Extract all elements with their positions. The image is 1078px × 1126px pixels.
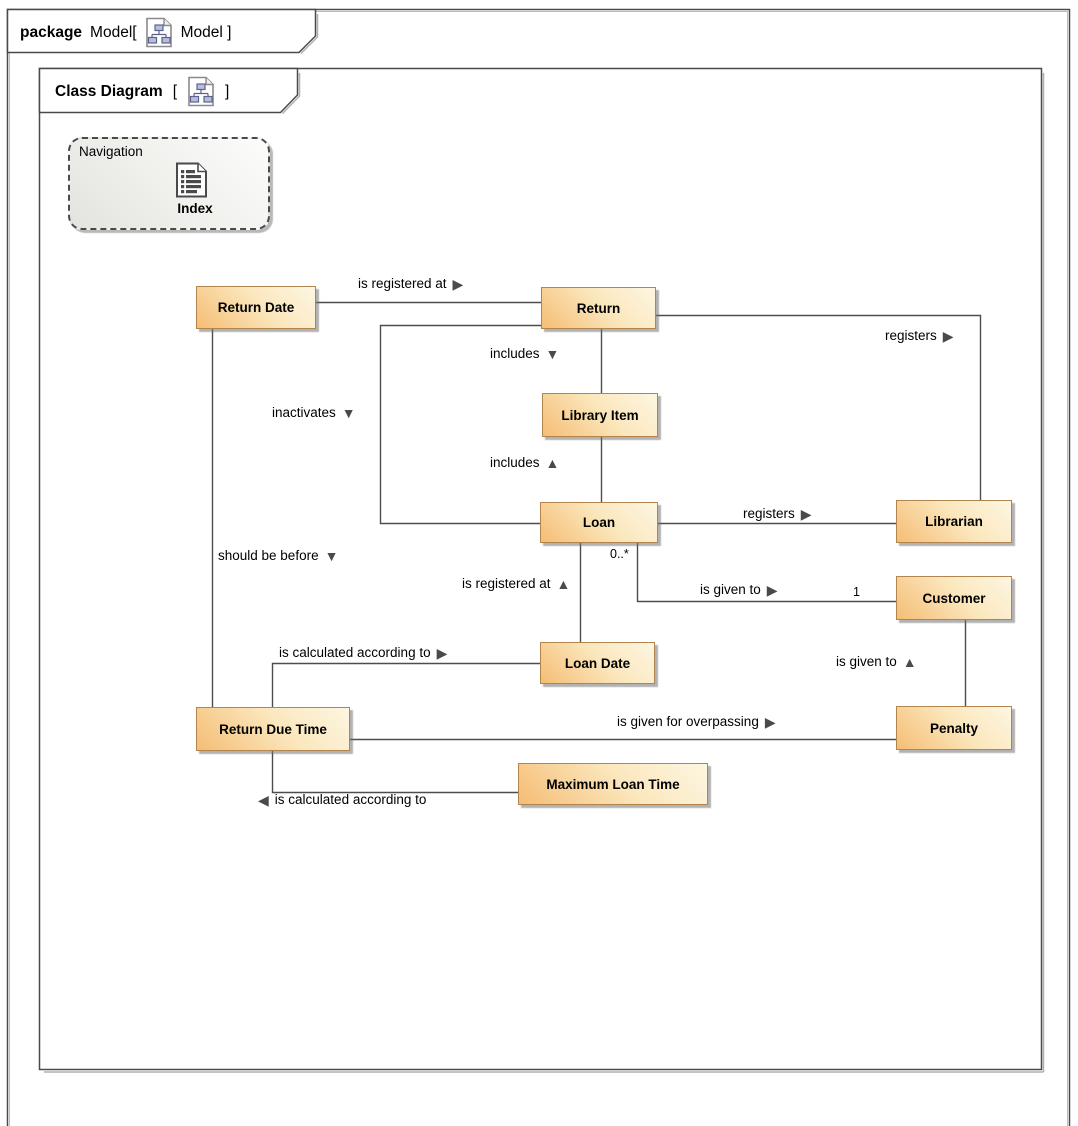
diagram-tab: Class Diagram [ ] [55,76,229,107]
label-text: includes [490,455,540,470]
arrow-up-icon: ▲ [545,454,560,471]
multiplicity-customer: 1 [853,585,860,599]
label-is-calculated-according-to-max-loan: ◀ is calculated according to [258,791,426,808]
class-diagram-icon [188,76,214,107]
class-return-date[interactable]: Return Date [196,286,316,329]
label-is-given-for-overpassing: is given for overpassing ▶ [617,713,776,730]
label-text: registers [743,506,795,521]
label-registers-top: registers ▶ [885,327,954,344]
arrow-right-icon: ▶ [800,505,812,522]
label-text: inactivates [272,405,336,420]
label-includes-up: includes ▲ [490,454,559,471]
class-diagram-icon [145,17,172,48]
navigation-item-index[interactable]: Index [177,201,213,216]
package-frame-shadow [9,11,1068,1126]
arrow-up-icon: ▲ [902,653,917,670]
diagram-tab-shadow [281,73,301,115]
label-text: is calculated according to [274,792,427,807]
diagram-tab-shape [38,67,299,114]
diagram-frame-border [38,67,1043,1071]
arrow-right-icon: ▶ [764,713,776,730]
package-closing: Model ] [180,23,232,41]
class-return-due-time[interactable]: Return Due Time [196,707,350,751]
label-text: is registered at [462,576,551,591]
arrow-right-icon: ▶ [436,644,448,661]
package-tab: package Model[ Model ] [20,17,231,48]
class-library-item[interactable]: Library Item [542,393,658,437]
label-is-registered-at-loan-date: is registered at ▲ [462,575,570,592]
class-customer[interactable]: Customer [896,576,1012,620]
label-registers-loan: registers ▶ [743,505,812,522]
label-inactivates: inactivates ▼ [272,404,356,421]
diagram-title: Class Diagram [55,82,163,100]
class-label: Maximum Loan Time [546,776,680,792]
label-text: should be before [218,548,319,563]
arrow-up-icon: ▲ [556,575,571,592]
navigation-title: Navigation [79,144,143,159]
label-text: is given to [836,654,897,669]
class-label: Return Due Time [219,721,327,737]
class-label: Return Date [217,300,295,315]
label-text: is calculated according to [279,645,431,660]
label-includes-down: includes ▼ [490,345,559,362]
diagram-bracket-close: ] [225,82,230,100]
package-name: Model[ [90,23,137,41]
class-label: Librarian [925,514,983,529]
arrow-left-icon: ◀ [258,791,269,808]
connector-loan-date-return-due-time [271,662,540,707]
label-text: is registered at [358,276,447,291]
class-label: Loan Date [564,655,631,671]
arrow-right-icon: ▶ [766,581,778,598]
class-librarian[interactable]: Librarian [896,500,1012,543]
class-loan[interactable]: Loan [540,502,658,543]
connector-loan-customer [636,543,896,603]
class-label: Penalty [929,720,979,736]
class-label: Return [576,300,621,316]
label-is-given-to-penalty: is given to ▲ [836,653,917,670]
arrow-right-icon: ▶ [452,275,464,292]
arrow-down-icon: ▼ [341,404,356,421]
label-is-calculated-according-to-loan-date: is calculated according to ▶ [279,644,447,661]
connector-max-loan-time-return-due-time [271,751,518,794]
package-keyword: package [20,23,83,41]
class-loan-date[interactable]: Loan Date [540,642,655,684]
label-text: registers [885,328,937,343]
diagram-frame-shadow [44,73,1045,1073]
class-label: Loan [582,515,616,530]
package-frame-border [6,8,1071,1126]
arrow-down-icon: ▼ [545,345,560,362]
connector-return-registers-librarian [656,314,982,500]
label-is-given-to-customer: is given to ▶ [700,581,778,598]
arrow-down-icon: ▼ [324,547,339,564]
class-label: Customer [922,590,986,606]
package-tab-shadow [300,14,319,55]
class-penalty[interactable]: Penalty [896,706,1012,750]
index-document-icon[interactable] [175,162,208,198]
label-text: includes [490,346,540,361]
label-is-registered-at-return: is registered at ▶ [358,275,463,292]
label-text: is given to [700,582,761,597]
class-return[interactable]: Return [541,287,656,329]
diagram-bracket-open: [ [172,82,178,100]
connector-return-inactivates-loan [379,324,541,525]
multiplicity-loan: 0..* [610,547,629,561]
class-maximum-loan-time[interactable]: Maximum Loan Time [518,763,708,805]
arrow-right-icon: ▶ [942,327,954,344]
label-text: is given for overpassing [617,714,759,729]
class-label: Library Item [561,407,639,423]
navigation-box: Navigation Index [68,137,270,230]
label-should-be-before: should be before ▼ [218,547,338,564]
